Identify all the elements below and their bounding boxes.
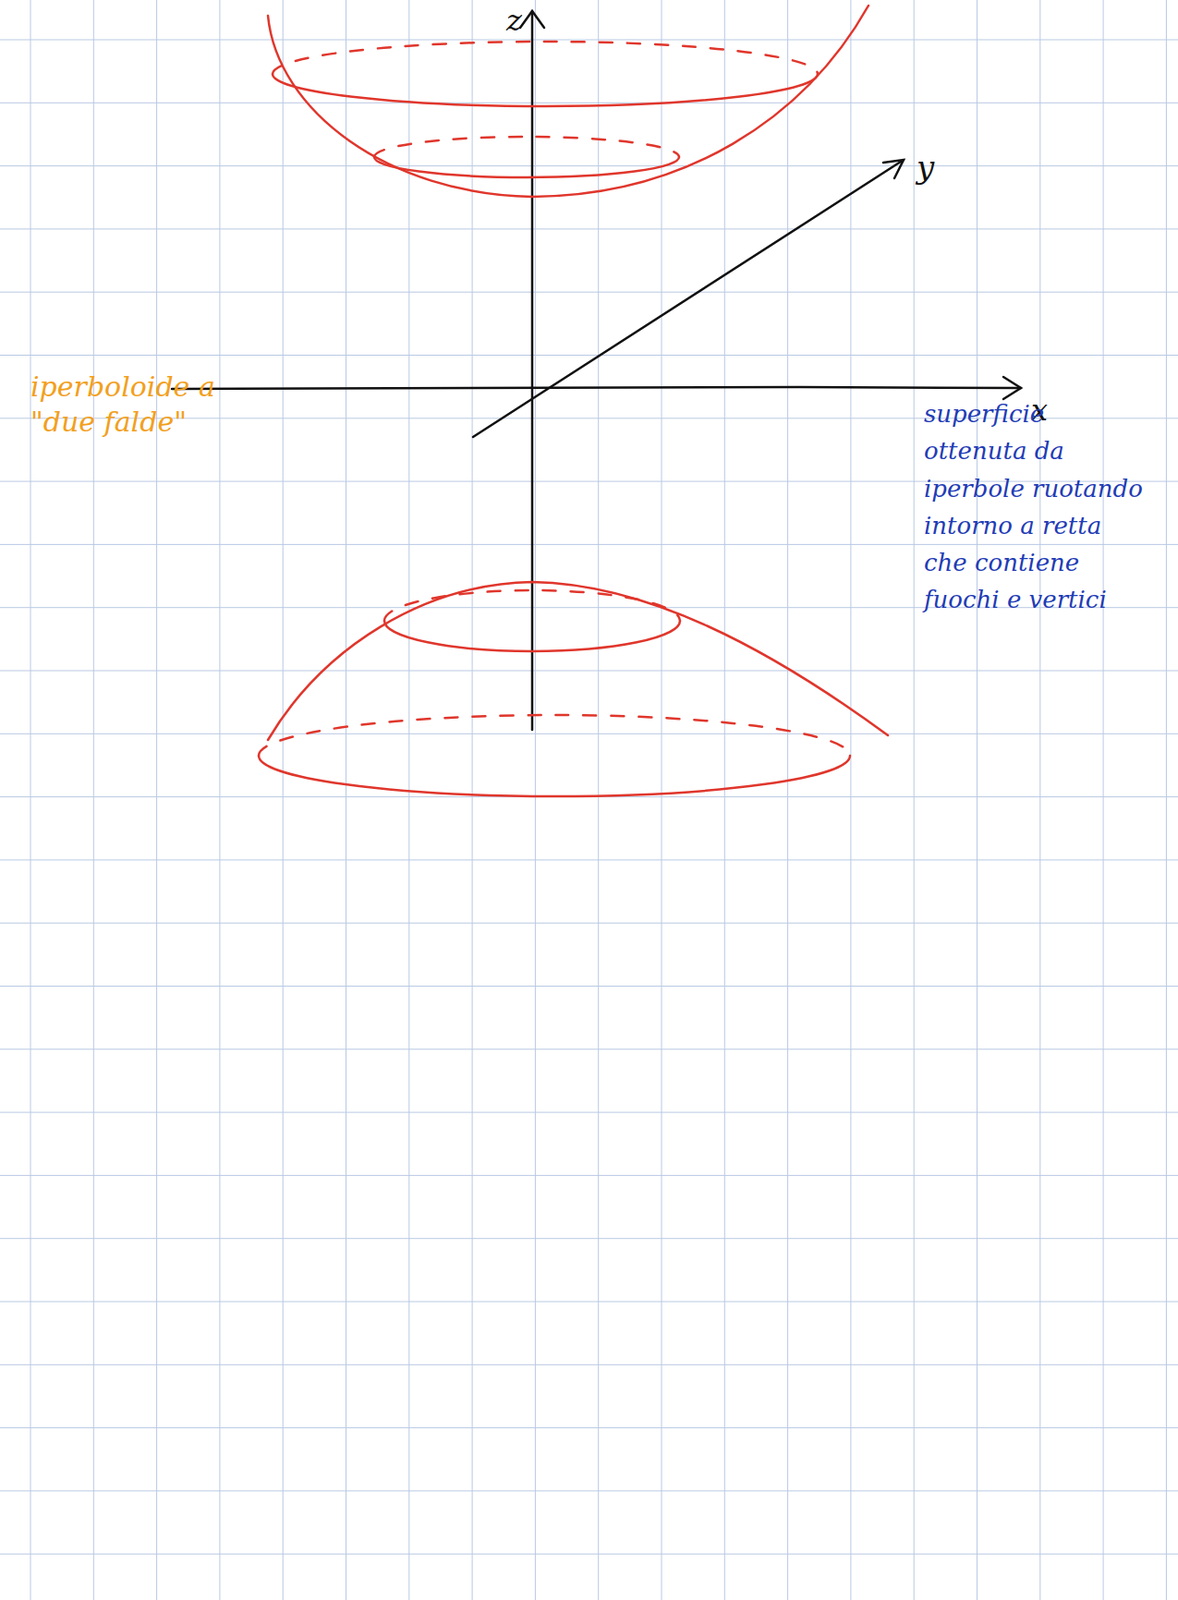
upper-inner-back [374, 136, 680, 158]
grid-line [534, 0, 536, 1600]
grid-line [0, 985, 1178, 987]
grid-line [0, 1301, 1178, 1303]
grid-line [0, 1175, 1178, 1177]
grid-line [850, 0, 851, 1600]
upper-sheet [267, 5, 869, 197]
grid-line [0, 1112, 1178, 1114]
grid-line [0, 291, 1178, 293]
lower-sheet [267, 582, 888, 741]
x-axis [171, 387, 1021, 389]
axis-label: z [506, 1, 544, 39]
grid-line [0, 354, 1178, 356]
lower-rim-back [258, 715, 851, 756]
arrowhead [1003, 376, 1021, 400]
grid-line [0, 165, 1178, 167]
grid-line [1039, 0, 1041, 1600]
grid-line [724, 0, 726, 1600]
note: superficie ottenuta da iperbole ruotando… [923, 395, 1146, 620]
upper-inner-front [374, 157, 680, 178]
grid-line [282, 0, 284, 1600]
y-axis [473, 159, 904, 438]
grid-line [787, 0, 789, 1600]
grid-line [408, 0, 410, 1600]
grid-line [0, 1364, 1178, 1366]
grid-line [0, 670, 1178, 672]
grid-line [1165, 0, 1167, 1600]
grid-line [597, 0, 599, 1600]
grid-line [1103, 0, 1105, 1600]
lower-inner-back [384, 590, 681, 621]
grid-line [0, 1238, 1178, 1239]
axes [171, 11, 1021, 730]
grid-line [913, 0, 915, 1600]
hyperboloid [258, 5, 888, 797]
grid-line [30, 0, 32, 1600]
grid-line [0, 1427, 1178, 1429]
grid-line [0, 228, 1178, 230]
arrowhead [883, 159, 904, 179]
grid-line [0, 102, 1178, 104]
grid-line [661, 0, 663, 1600]
grid-line [472, 0, 474, 1600]
surface-name: iperboloide a "due falde" [30, 369, 262, 439]
grid-line [156, 0, 158, 1600]
z-axis [531, 11, 535, 730]
lower-inner-front [384, 620, 681, 652]
grid-line [345, 0, 347, 1600]
upper-rim-back [272, 41, 818, 74]
grid-line [0, 922, 1178, 924]
grid-line [0, 39, 1178, 41]
grid-line [0, 544, 1178, 546]
grid-line [0, 1490, 1178, 1492]
upper-rim-front [272, 73, 818, 107]
grid-line [0, 859, 1178, 861]
grid-line [0, 1048, 1178, 1050]
grid-line [0, 733, 1178, 735]
arrowhead [520, 11, 545, 28]
lower-rim-front [258, 755, 851, 797]
axis-label: y [916, 147, 954, 188]
grid-line [976, 0, 978, 1600]
grid-line [218, 0, 220, 1600]
grid-line [93, 0, 95, 1600]
grid-line [0, 1554, 1178, 1555]
